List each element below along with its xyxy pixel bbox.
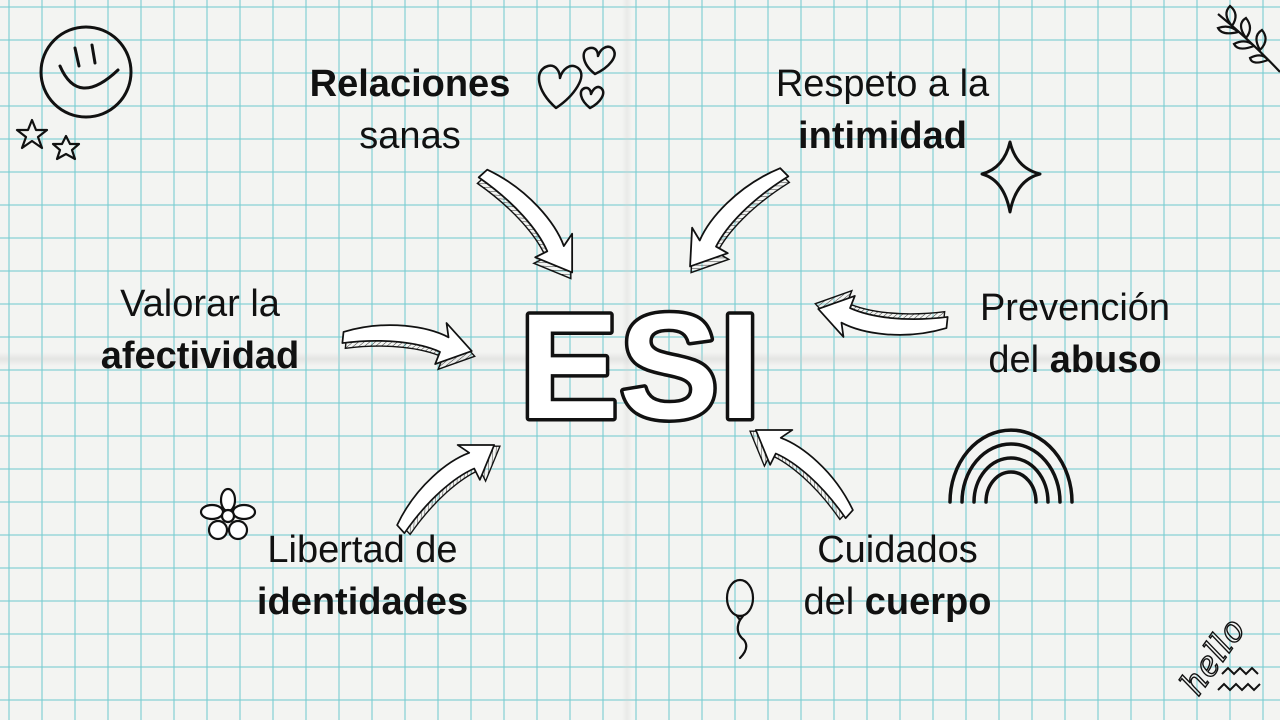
zigzag-doodle — [1217, 682, 1261, 692]
topic-line2: cuerpo — [864, 581, 992, 623]
topic-line2: identidades — [256, 581, 469, 623]
paper-fold-horizontal — [0, 352, 1280, 366]
topic-line1: Prevención — [979, 287, 1171, 329]
balloon-icon — [725, 578, 755, 660]
topic-line2-prefix: del — [803, 581, 865, 623]
topic-line2: afectividad — [100, 335, 300, 377]
topic-respeto-intimidad: Respeto a la intimidad — [740, 58, 1025, 162]
topic-line1: Relaciones — [309, 63, 511, 105]
arrow-relaciones — [465, 155, 595, 291]
arrow-respeto — [668, 153, 801, 286]
topic-libertad-identidades: Libertad de identidades — [225, 524, 500, 628]
star-icon — [15, 118, 81, 161]
rainbow-icon — [948, 428, 1074, 504]
topic-cuidados-cuerpo: Cuidados del cuerpo — [770, 524, 1025, 628]
arrow-prevencion — [811, 286, 951, 349]
topic-line2: abuso — [1049, 339, 1162, 381]
arrow-valorar — [339, 311, 479, 374]
leaf-icon — [1216, 4, 1280, 73]
topic-line1: Valorar la — [120, 283, 280, 325]
smiley-icon — [39, 25, 133, 119]
topic-line1: Respeto a la — [775, 63, 990, 105]
zigzag-doodle-2 — [1221, 666, 1259, 676]
topic-relaciones-sanas: Relaciones sanas — [280, 58, 540, 162]
topic-line1: Cuidados — [817, 529, 978, 571]
topic-line2: intimidad — [798, 115, 967, 157]
center-title: ESI — [519, 282, 761, 450]
topic-line2: sanas — [359, 115, 461, 157]
topic-prevencion-abuso: Prevención del abuso — [950, 282, 1200, 386]
topic-line2-prefix: del — [988, 339, 1050, 381]
hearts-icon — [537, 45, 616, 110]
paper-fold-vertical — [622, 0, 632, 720]
flower-icon — [199, 487, 257, 541]
sparkle-icon — [980, 140, 1042, 214]
topic-line1: Libertad de — [267, 529, 458, 571]
topic-valorar-afectividad: Valorar la afectividad — [70, 278, 330, 382]
